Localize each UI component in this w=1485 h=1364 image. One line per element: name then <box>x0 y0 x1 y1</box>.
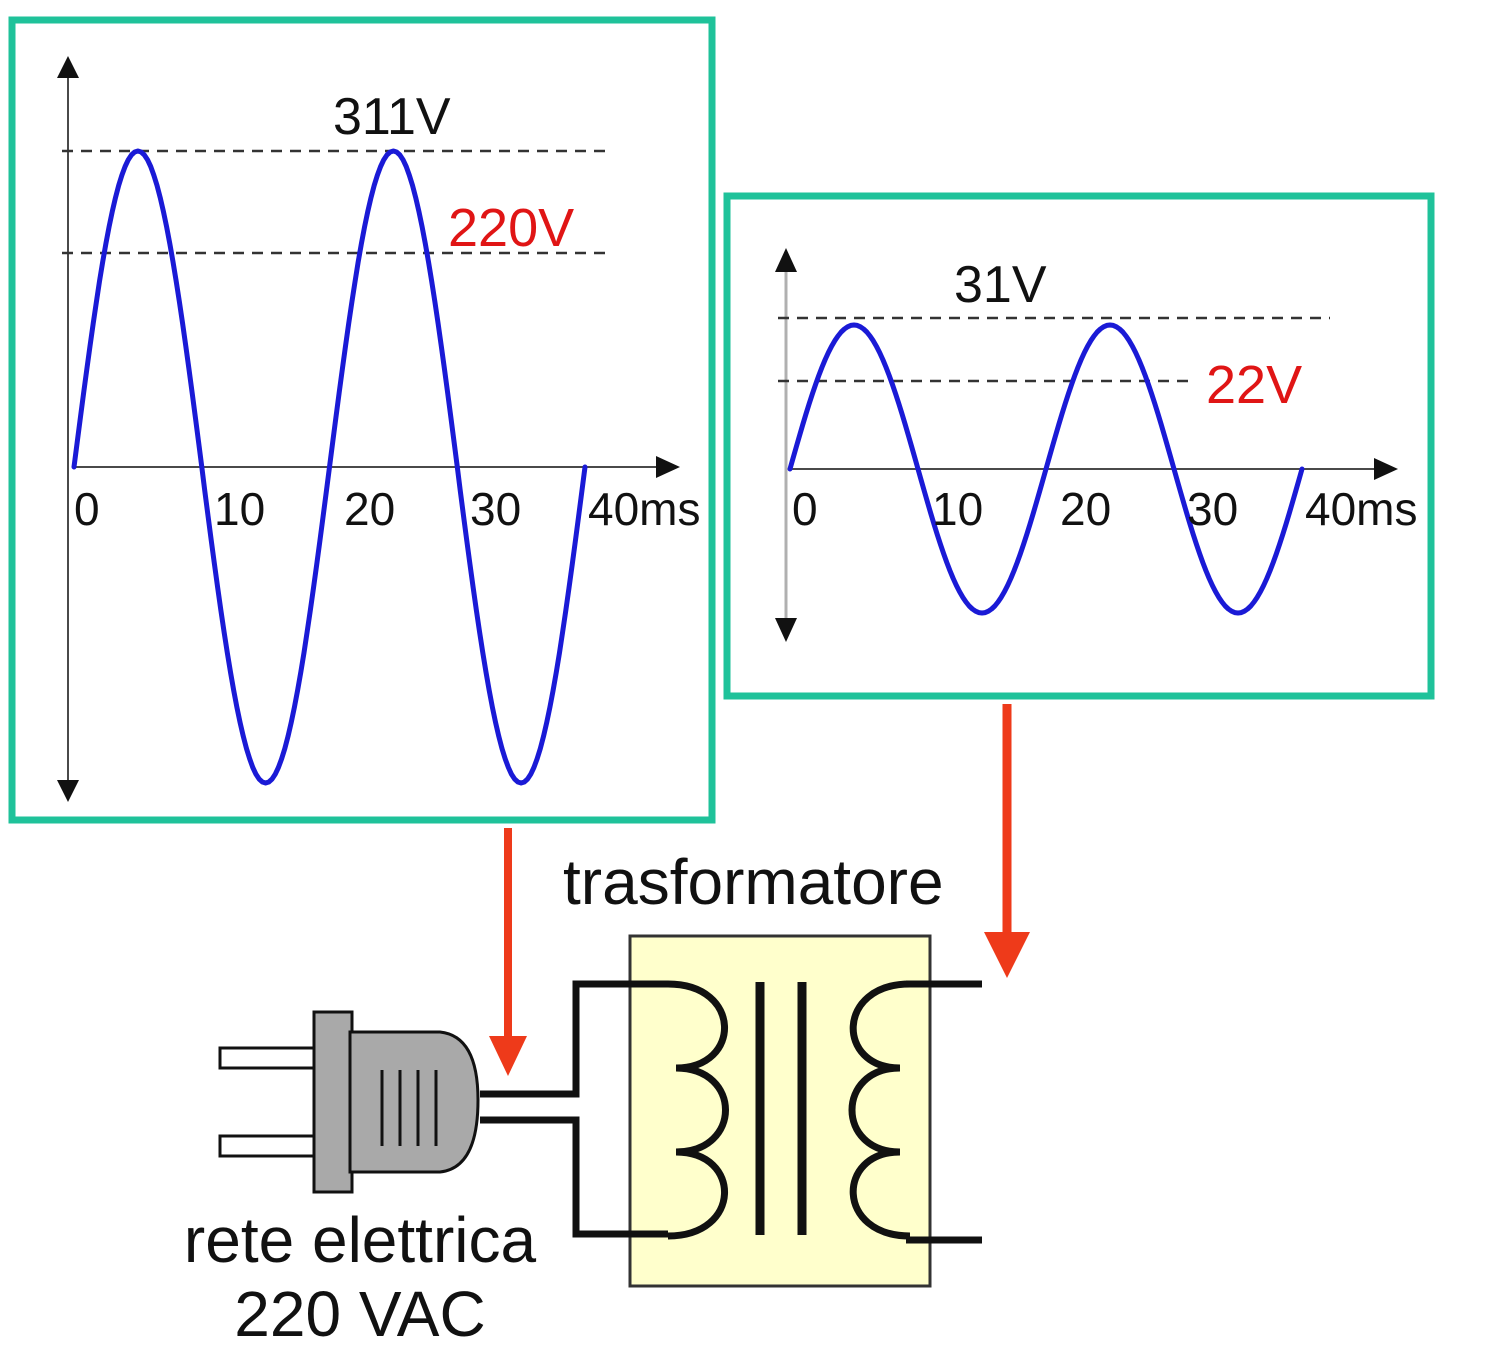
primary-y-axis-down-arrow <box>57 780 79 802</box>
plug-pin-top <box>218 1046 322 1070</box>
secondary-waveform-panel: 31V 22V 0 10 20 30 40ms <box>723 192 1435 700</box>
primary-rms-label: 220V <box>448 198 574 258</box>
primary-waveform-panel: 311V 220V 0 10 20 30 40ms <box>8 16 716 824</box>
secondary-tick-20: 20 <box>1060 483 1111 535</box>
plug-body <box>348 1030 480 1174</box>
power-plug <box>218 1010 480 1194</box>
primary-peak-label: 311V <box>333 88 451 146</box>
secondary-sine-wave <box>787 322 1305 616</box>
input-wiring <box>480 980 668 1238</box>
secondary-peak-label: 31V <box>954 256 1047 314</box>
mains-label-line2: 220 VAC <box>234 1278 485 1350</box>
secondary-coil <box>848 980 911 1240</box>
primary-tick-10: 10 <box>214 483 265 535</box>
primary-pointer-arrow <box>489 828 527 1076</box>
secondary-y-axis-down-arrow <box>775 618 797 642</box>
primary-x-axis-arrow <box>656 456 680 478</box>
transformer-label: trasformatore <box>563 846 944 918</box>
primary-chart-frame <box>8 16 716 824</box>
mains-label-line1: rete elettrica <box>184 1204 537 1276</box>
primary-tick-20: 20 <box>344 483 395 535</box>
primary-coil <box>667 980 729 1240</box>
primary-tick-30: 30 <box>470 483 521 535</box>
secondary-tick-10: 10 <box>932 483 983 535</box>
transformer-symbol <box>628 934 982 1288</box>
secondary-x-axis-arrow <box>1374 458 1398 480</box>
secondary-tick-0: 0 <box>792 483 818 535</box>
plug-pin-bottom <box>218 1134 322 1158</box>
secondary-pointer-arrow <box>984 704 1030 978</box>
primary-y-axis-up-arrow <box>57 56 79 78</box>
primary-tick-0: 0 <box>74 483 100 535</box>
secondary-tick-40ms: 40ms <box>1305 483 1417 535</box>
secondary-tick-30: 30 <box>1187 483 1238 535</box>
plug-flange <box>312 1010 354 1194</box>
primary-tick-40ms: 40ms <box>588 483 700 535</box>
secondary-chart-frame <box>723 192 1435 700</box>
secondary-y-axis-up-arrow <box>775 248 797 272</box>
primary-sine-wave <box>71 148 588 786</box>
secondary-rms-label: 22V <box>1206 355 1302 415</box>
